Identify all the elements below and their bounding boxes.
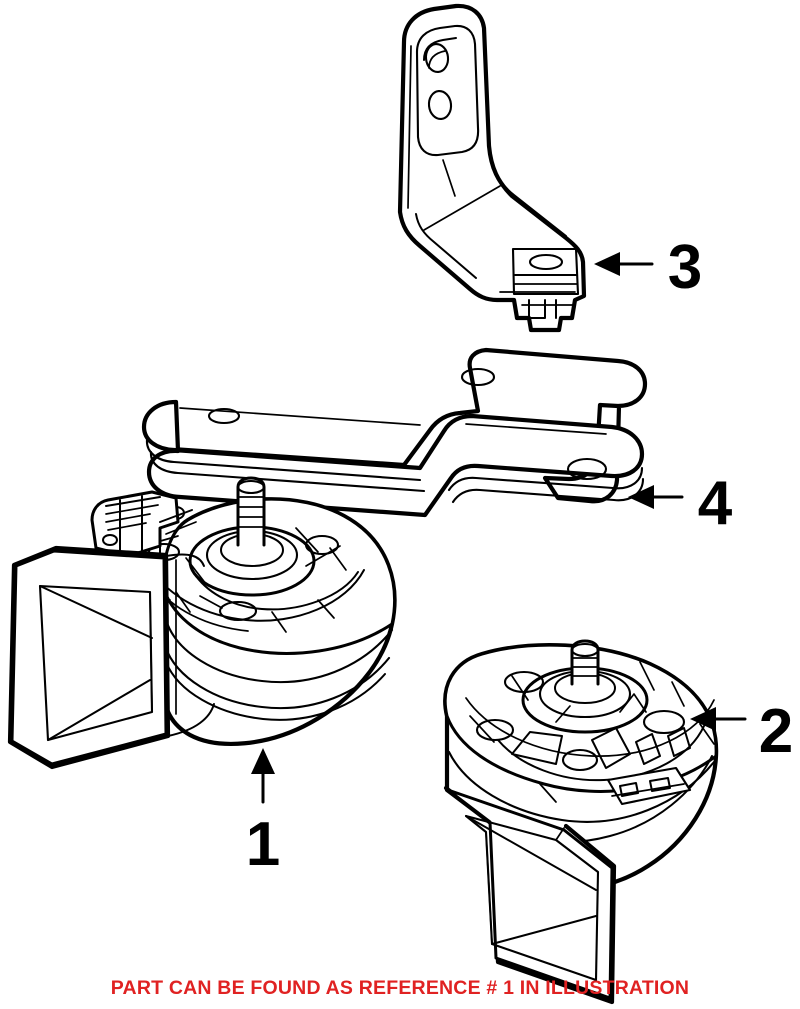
horn1-stud-top [236,479,266,495]
callout-1-arrow [251,748,275,804]
callout-4-number: 4 [698,469,733,538]
bracket4-hole-right [566,457,608,481]
part-4-long-bracket [141,347,648,518]
bracket3-foot-hole [528,253,564,271]
callout-4-arrow [628,485,684,509]
callout-1-number: 1 [246,810,280,879]
bracket4-hole-left [207,407,241,425]
reference-note: PART CAN BE FOUND AS REFERENCE # 1 IN IL… [110,977,690,999]
part-1-disc-horn [7,476,397,770]
callout-2-number: 2 [759,697,793,766]
horn2-hole-b [475,718,515,742]
callout-3-number: 3 [668,233,702,302]
horn2-stud-top [570,642,600,658]
part-3-upper-bracket [397,3,587,333]
callout-3-arrow [594,252,654,276]
callout-2-arrow [690,707,747,731]
horn1-connector-hole [102,534,118,546]
bracket4-hole-mid [460,367,496,387]
bracket3-hole-upper [424,42,450,74]
horn2-hole-a [503,670,545,694]
part-2-disc-horn [443,639,719,1005]
horn2-hole-d [561,748,599,772]
bracket3-hole-lower [427,89,453,121]
horn1-hole-b [304,534,340,556]
horn2-hole-c [642,709,686,735]
